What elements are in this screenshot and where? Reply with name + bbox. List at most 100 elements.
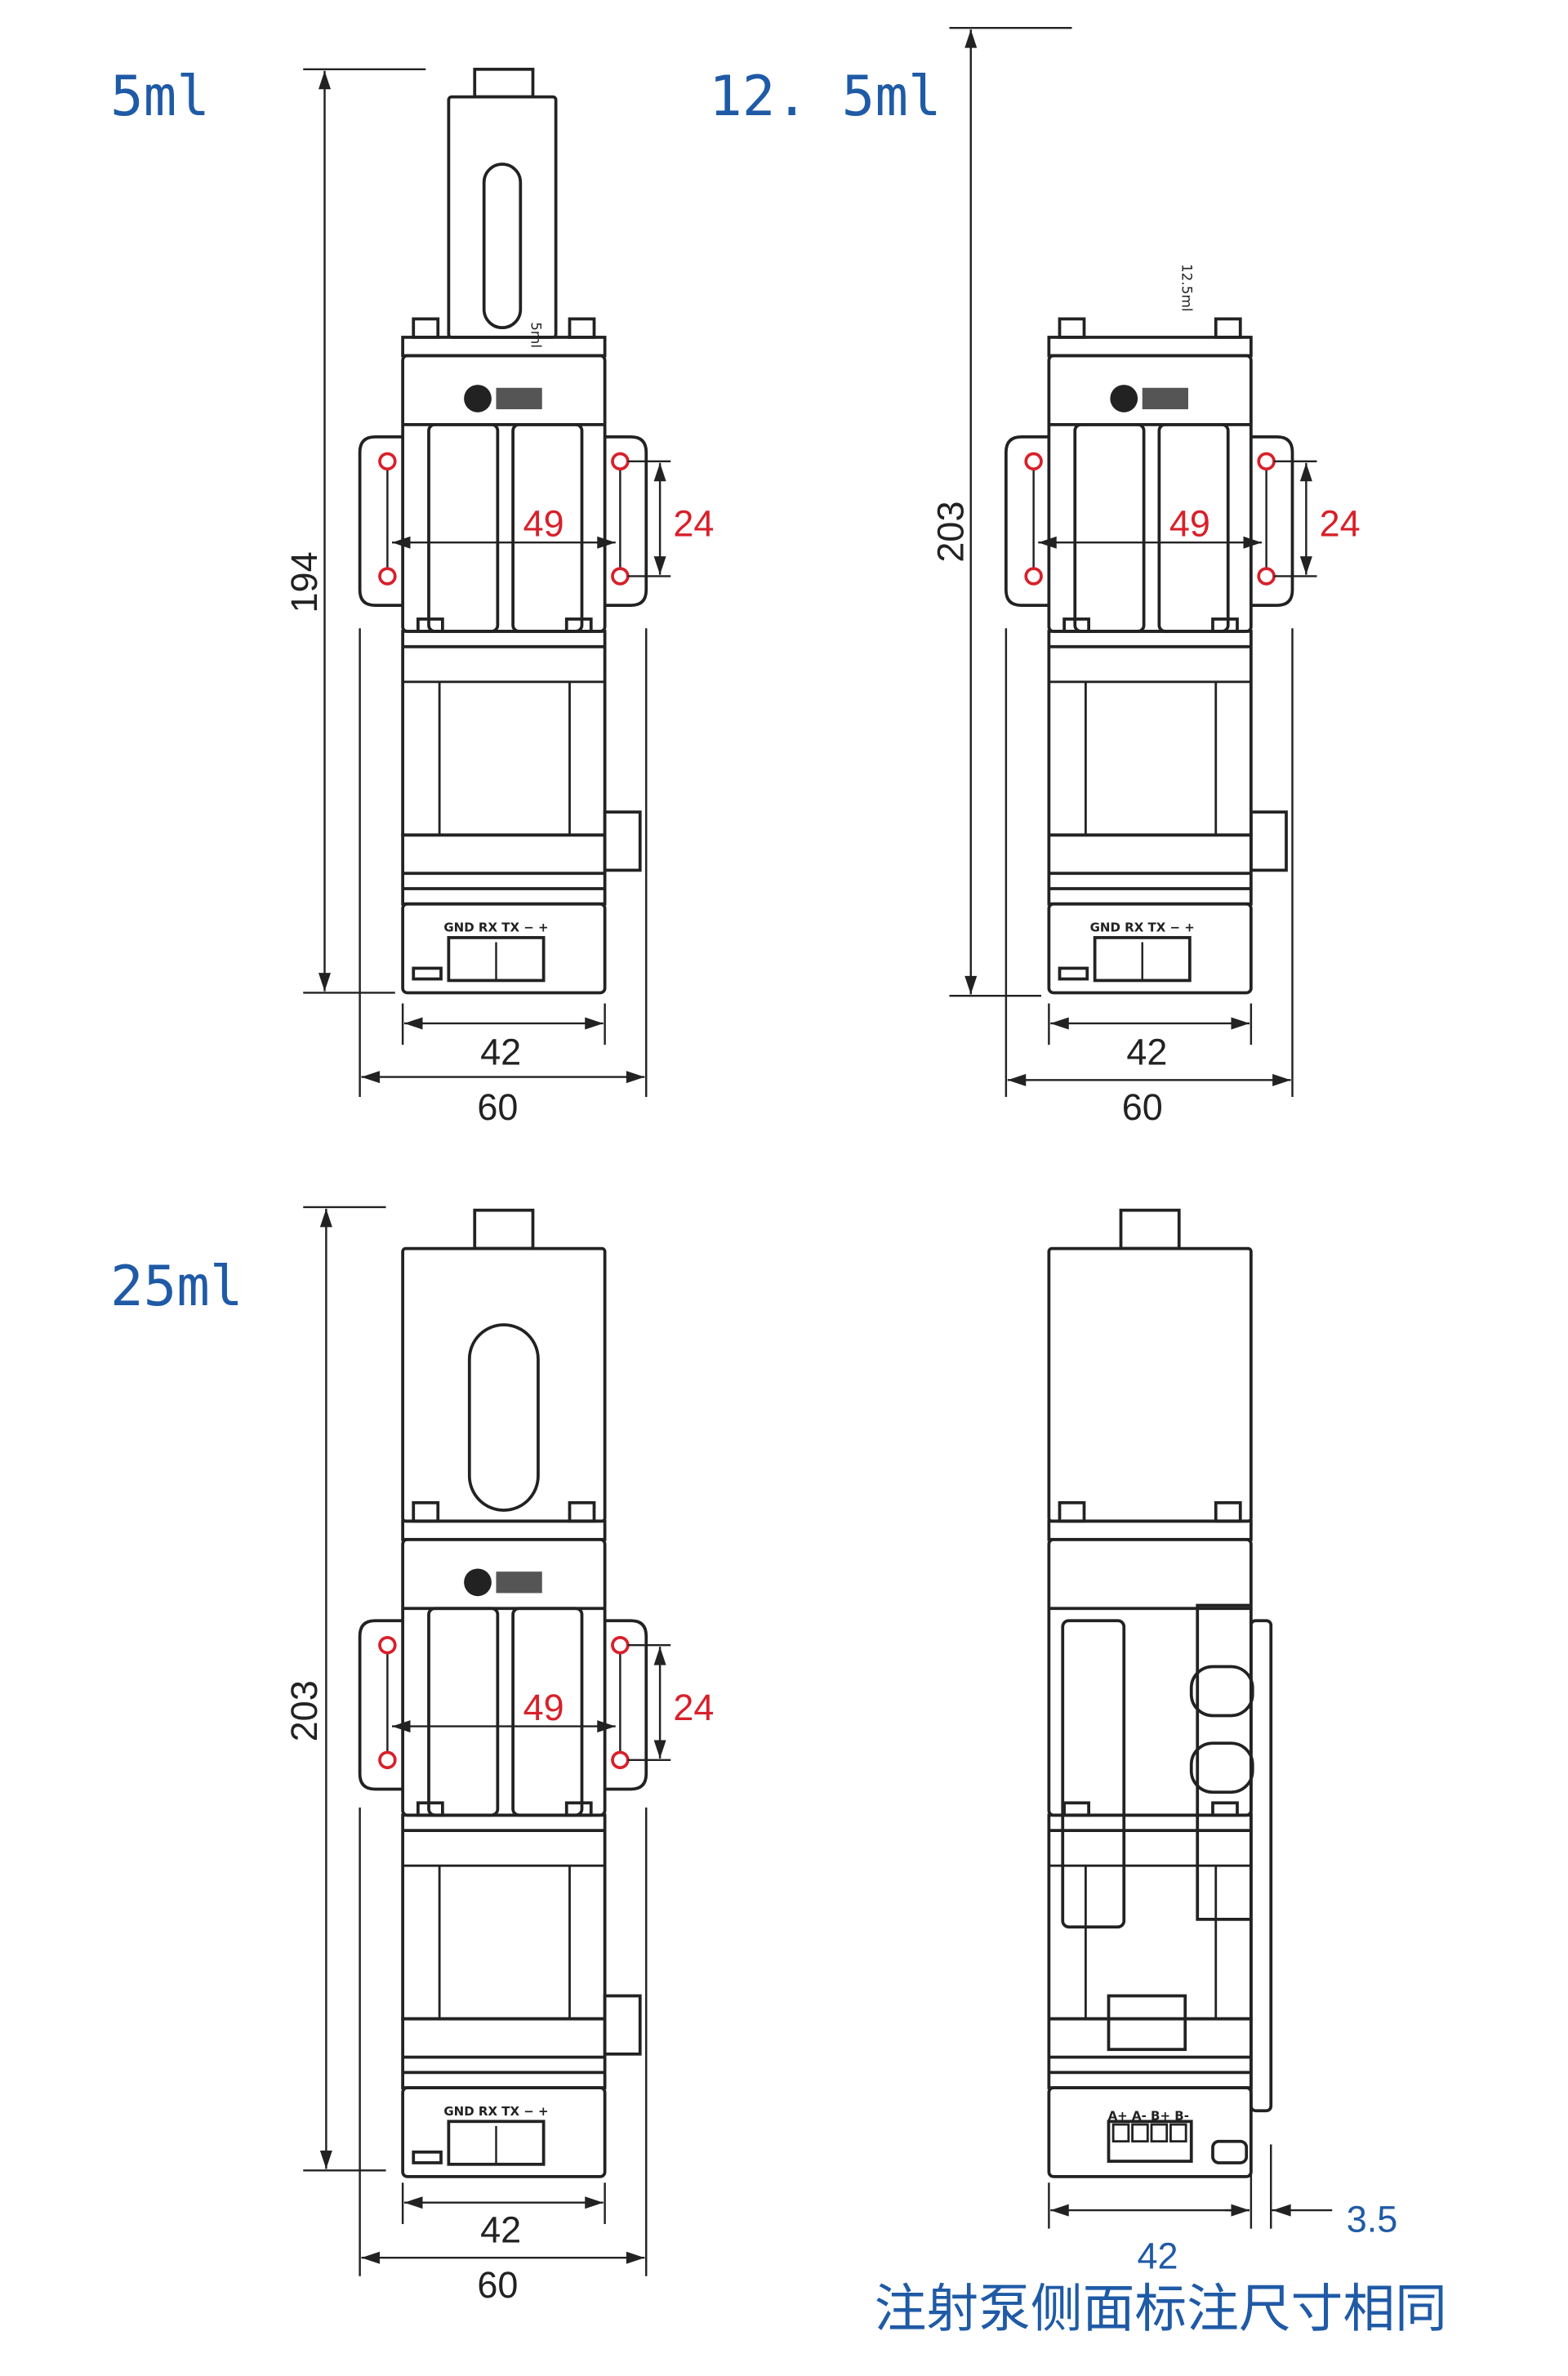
arrowhead — [653, 1647, 666, 1665]
arrowhead — [653, 462, 666, 482]
side-plate-thickness: 3.5 — [1347, 2198, 1398, 2240]
arrowhead — [404, 1017, 423, 1030]
arrowhead — [1038, 536, 1057, 549]
connector-label-5ml: GND RX TX − + — [443, 920, 548, 934]
mounting-hole — [378, 1635, 397, 1655]
body-width-25ml: 42 — [480, 2209, 521, 2250]
mounting-hole — [1257, 452, 1276, 471]
hole-spacing-v-25ml: 24 — [673, 1687, 714, 1728]
arrowhead — [964, 29, 978, 48]
base-section — [401, 902, 607, 995]
top-nub — [568, 1500, 596, 1523]
syringe-barrel — [1047, 1246, 1253, 1523]
side-window — [1061, 1619, 1126, 1929]
base-section — [1047, 2086, 1253, 2178]
motor-body — [1047, 630, 1253, 837]
side-connector — [1107, 1994, 1187, 2052]
lower-nub — [1211, 1801, 1239, 1817]
arrowhead — [626, 2251, 645, 2264]
arrowhead — [597, 1720, 616, 1733]
arrowhead — [319, 1208, 332, 1228]
arrowhead — [392, 536, 411, 549]
hole-spacing-h-12-5ml: 49 — [1169, 503, 1210, 545]
logo-icon — [464, 1568, 492, 1597]
connector-label-12-5ml: GND RX TX − + — [1090, 920, 1195, 934]
top-nub — [1058, 1500, 1086, 1523]
logo-text-block — [496, 1571, 542, 1594]
top-nub — [1214, 1500, 1242, 1523]
body-width-12-5ml: 42 — [1126, 1032, 1167, 1073]
mount-bracket-right — [604, 435, 648, 607]
driver-section — [1047, 2017, 1253, 2089]
height-dim-5ml: 194 — [283, 551, 325, 613]
side-body-width: 42 — [1137, 2235, 1178, 2276]
motor-body — [401, 1813, 607, 2021]
arrowhead — [404, 2196, 423, 2209]
top-nub — [568, 317, 596, 339]
connector-tab — [1250, 810, 1288, 872]
arrowhead — [392, 1720, 411, 1733]
arrowhead — [361, 1071, 380, 1084]
housing-window — [427, 1607, 500, 1817]
arrowhead — [319, 2150, 332, 2169]
top-bar — [1047, 1519, 1253, 1541]
housing-window — [1073, 422, 1146, 633]
drawing-lines — [303, 26, 1333, 2276]
hole-spacing-h-25ml: 49 — [523, 1687, 564, 1728]
mount-bracket-right — [1250, 435, 1294, 607]
upper-housing — [1047, 1537, 1253, 1817]
housing-window — [427, 422, 500, 633]
mounting-hole — [1257, 567, 1276, 586]
syringe-label-12-5ml: 12.5ml — [1179, 264, 1196, 312]
top-nub — [412, 1500, 440, 1523]
mounting-hole — [611, 1635, 630, 1655]
arrowhead — [1272, 2204, 1291, 2217]
driver-section — [1047, 833, 1253, 906]
arrowhead — [1007, 1073, 1027, 1086]
mount-bracket-right — [604, 1619, 648, 1791]
bracket-width-5ml: 60 — [477, 1086, 518, 1128]
arrowhead — [1050, 1017, 1069, 1030]
mounting-hole — [1024, 567, 1043, 586]
usb-port — [412, 966, 443, 981]
connector-tab — [603, 1994, 642, 2056]
title-5ml: 5ml — [110, 64, 210, 128]
hole-spacing-v-5ml: 24 — [673, 503, 714, 545]
mounting-hole — [1024, 452, 1043, 471]
arrowhead — [597, 536, 616, 549]
body-width-5ml: 42 — [480, 1032, 521, 1073]
side-clip — [1189, 1665, 1254, 1718]
hole-spacing-h-5ml: 49 — [523, 503, 564, 545]
logo-text-block — [496, 387, 542, 410]
motor-body — [401, 630, 607, 837]
arrowhead — [1299, 462, 1312, 482]
side-view-note: 注射泵侧面标注尺寸相同 — [875, 2280, 1447, 2340]
mount-bracket-left — [358, 435, 403, 607]
side-clip — [1189, 1741, 1254, 1794]
height-dim-25ml: 203 — [283, 1680, 325, 1741]
arrowhead — [1299, 556, 1312, 575]
arrowhead — [318, 973, 331, 992]
top-nub — [1214, 317, 1242, 339]
arrowhead — [1050, 2204, 1069, 2217]
connector-tab — [603, 810, 642, 872]
arrowhead — [1272, 1073, 1291, 1086]
terminal-slot — [1150, 2123, 1169, 2143]
mounting-hole — [611, 567, 630, 586]
mounting-hole — [378, 567, 397, 586]
usb-port — [1211, 2139, 1249, 2164]
logo-icon — [464, 385, 492, 412]
plunger-cap — [473, 67, 535, 99]
title-12-5ml: 12. 5ml — [709, 64, 941, 128]
terminal-slot — [1169, 2123, 1187, 2143]
arrowhead — [585, 1017, 604, 1030]
usb-port — [1058, 966, 1089, 981]
plunger-cap — [1119, 1208, 1181, 1250]
mounting-hole — [611, 452, 630, 471]
syringe-window — [482, 163, 523, 330]
mounting-hole — [378, 1750, 397, 1770]
arrowhead — [653, 556, 666, 575]
mount-bracket-left — [1004, 435, 1049, 607]
connector-label-25ml: GND RX TX − + — [443, 2104, 548, 2119]
